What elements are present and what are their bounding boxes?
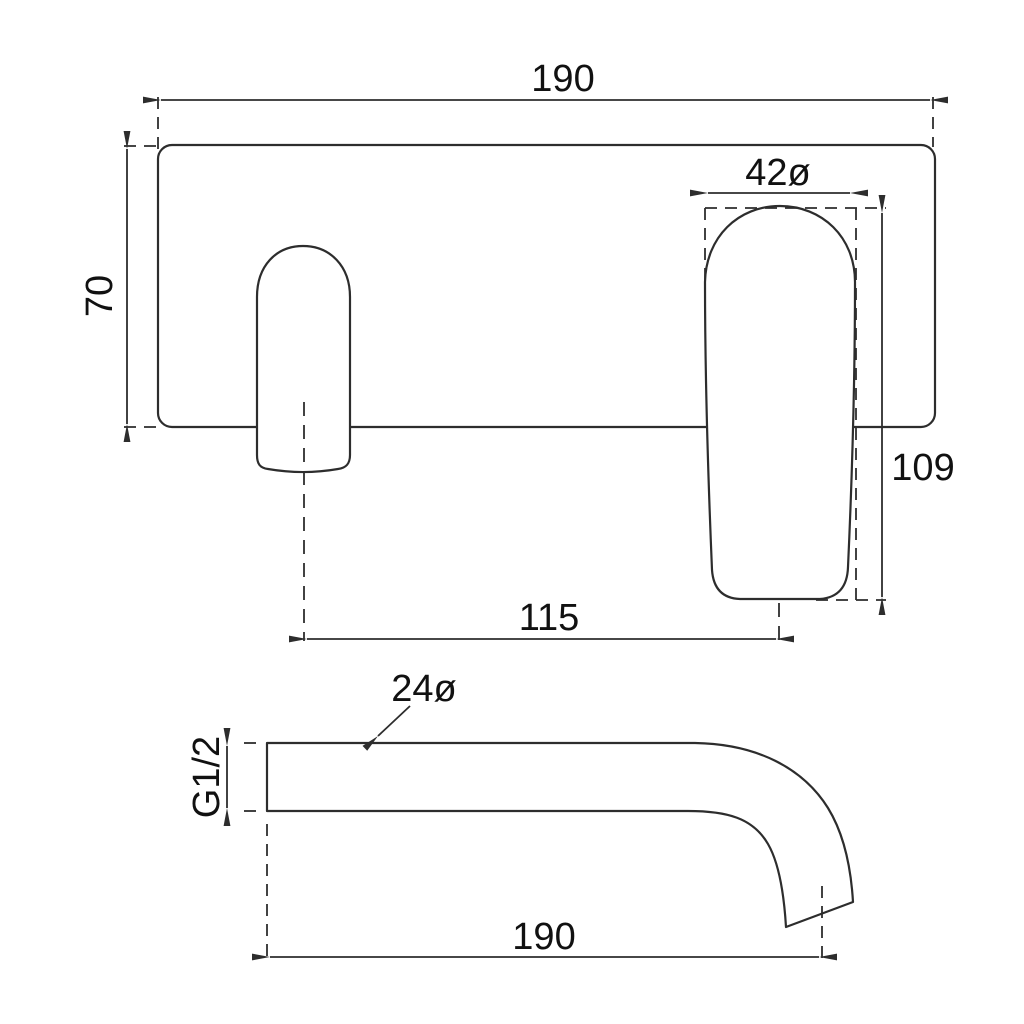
dim-handle-diameter: 42ø	[690, 152, 868, 197]
spout-cover-shape	[255, 244, 352, 474]
dim-label-plate-height: 70	[79, 275, 121, 317]
dim-thread: G1/2	[186, 728, 262, 826]
leader-line	[362, 705, 411, 751]
dim-plate-height: 70	[79, 131, 159, 442]
dim-label-thread: G1/2	[186, 736, 228, 818]
dim-spout-diameter: 24ø	[362, 668, 457, 751]
dim-spout-length: 190	[252, 824, 837, 962]
dim-center-spacing: 115	[289, 402, 794, 643]
handle-shape	[703, 204, 857, 601]
side-view: G1/2 24ø 190	[186, 668, 855, 962]
spout-profile-shape	[265, 741, 855, 929]
dim-label-spout-diameter: 24ø	[391, 668, 456, 710]
dim-handle-length: 109	[878, 195, 955, 615]
dim-label-handle-diameter: 42ø	[745, 152, 810, 194]
dim-label-center-spacing: 115	[519, 597, 580, 639]
handle-bounding-box	[704, 207, 886, 601]
dim-label-handle-length: 109	[891, 447, 954, 489]
front-view: 190 70 42ø	[79, 58, 955, 643]
dim-label-plate-width: 190	[531, 58, 594, 100]
dim-plate-width: 190	[143, 58, 948, 150]
dim-label-spout-length: 190	[512, 916, 575, 958]
